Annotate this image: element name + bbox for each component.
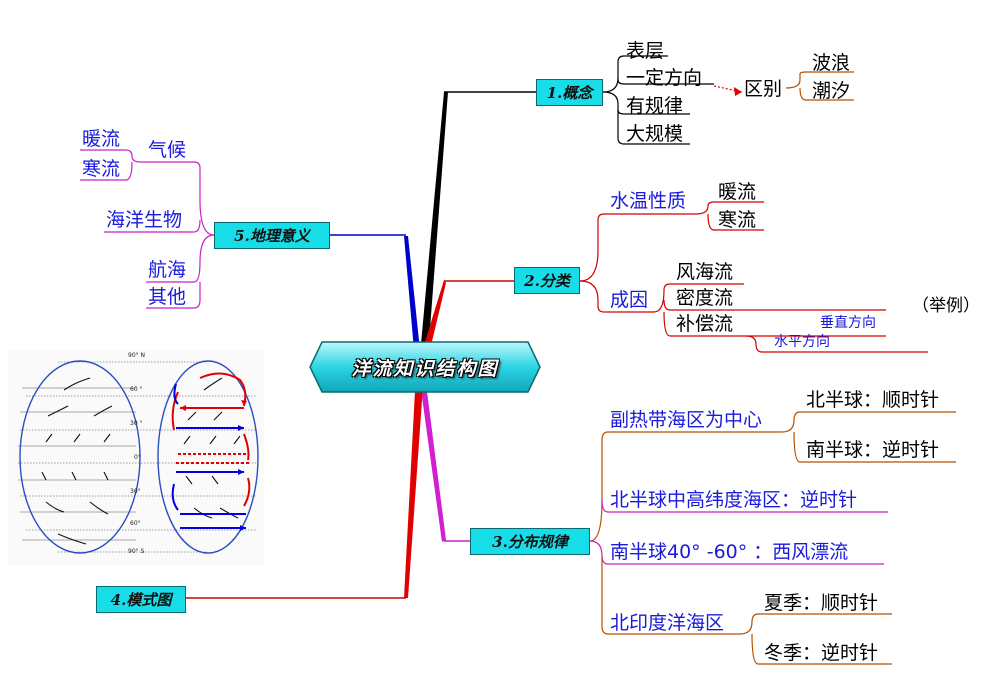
distinguish-label: 区别 bbox=[744, 78, 783, 100]
climate-type: 寒流 bbox=[82, 158, 121, 180]
latitude-label: 30 ° bbox=[130, 420, 143, 427]
distribution-subrule: 夏季：顺时针 bbox=[764, 592, 879, 614]
model-node: 4.模式图 bbox=[96, 586, 186, 613]
concept-node: 1.概念 bbox=[536, 79, 603, 106]
water-temp-label: 水温性质 bbox=[610, 190, 687, 212]
contrast-item: 波浪 bbox=[812, 52, 851, 74]
latitude-label: 60° bbox=[130, 520, 141, 527]
distribution-rule: 北半球中高纬度海区：逆时针 bbox=[610, 489, 858, 511]
distribution-subrule: 北半球：顺时针 bbox=[806, 389, 940, 411]
classification-node: 2.分类 bbox=[514, 267, 580, 294]
cause-type: 密度流 bbox=[676, 287, 734, 309]
temp-type: 寒流 bbox=[718, 209, 757, 231]
ocean-current-model: 90° N 60 ° 30 ° 0° 30° 60° 90° S bbox=[8, 350, 264, 565]
latitude-label: 90° N bbox=[128, 352, 146, 359]
example-note: （举例） bbox=[912, 296, 980, 316]
concept-item: 表层 bbox=[626, 40, 665, 62]
distribution-node: 3.分布规律 bbox=[470, 528, 590, 555]
title-shape bbox=[309, 341, 541, 393]
distribution-rule: 南半球40° -60° ：西风漂流 bbox=[610, 541, 849, 563]
model-drawing bbox=[18, 360, 259, 554]
significance-item: 其他 bbox=[148, 286, 187, 308]
concept-item: 一定方向 bbox=[626, 67, 703, 89]
significance-node: 5.地理意义 bbox=[214, 222, 330, 249]
distribution-subrule: 南半球：逆时针 bbox=[806, 439, 940, 461]
cause-type: 风海流 bbox=[676, 261, 734, 283]
concept-item: 有规律 bbox=[626, 95, 684, 117]
distribution-rule: 副热带海区为中心 bbox=[610, 409, 763, 431]
latitude-label: 60 ° bbox=[130, 386, 143, 393]
compensation-type: 垂直方向 bbox=[820, 315, 876, 331]
latitude-label: 30° bbox=[130, 488, 141, 495]
compensation-type: 水平方向 bbox=[774, 334, 830, 350]
map-title: 洋流知识结构图 bbox=[351, 357, 499, 380]
contrast-item: 潮汐 bbox=[812, 80, 851, 102]
significance-item: 航海 bbox=[148, 259, 187, 281]
distribution-subrule: 冬季：逆时针 bbox=[764, 642, 879, 664]
temp-type: 暖流 bbox=[718, 181, 757, 203]
distribution-rule: 北印度洋海区 bbox=[610, 612, 725, 634]
cause-type: 补偿流 bbox=[676, 313, 734, 335]
cause-label: 成因 bbox=[610, 289, 649, 311]
climate-label: 气候 bbox=[148, 139, 187, 161]
latitude-label: 90° S bbox=[128, 548, 145, 555]
latitude-label: 0° bbox=[134, 454, 141, 461]
climate-type: 暖流 bbox=[82, 128, 121, 150]
concept-item: 大规模 bbox=[626, 123, 684, 145]
significance-item: 海洋生物 bbox=[106, 209, 183, 231]
